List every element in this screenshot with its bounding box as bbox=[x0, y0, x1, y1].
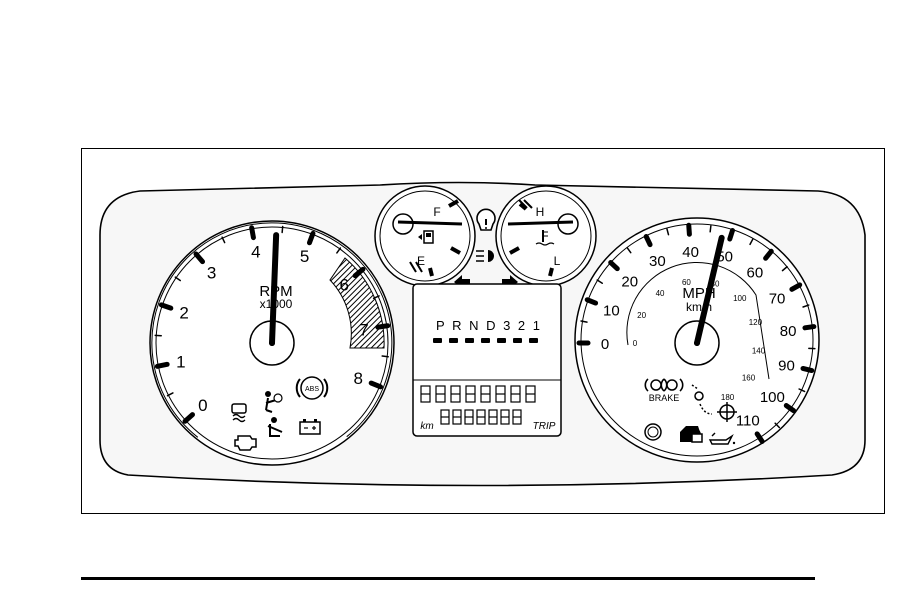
prndl-dash bbox=[481, 338, 490, 343]
tach-number: 6 bbox=[340, 275, 349, 294]
tach-number: 4 bbox=[251, 242, 260, 261]
fuel-gauge: F E bbox=[375, 186, 475, 286]
tach-tick bbox=[371, 383, 380, 387]
abs-label: ABS bbox=[305, 386, 319, 393]
page-bottom-rule bbox=[81, 577, 815, 580]
fuel-full-label: F bbox=[433, 205, 440, 219]
tach-tick bbox=[161, 305, 170, 308]
tire-pressure-icon bbox=[477, 209, 495, 230]
tach-number: 0 bbox=[198, 396, 207, 415]
trip-label: TRIP bbox=[533, 421, 556, 432]
mph-number: 90 bbox=[778, 357, 795, 374]
mph-number: 70 bbox=[769, 291, 786, 308]
prndl-dash bbox=[449, 338, 458, 343]
center-display: P R N D 3 2 1 km TRIP bbox=[413, 284, 561, 436]
mph-tick bbox=[803, 368, 812, 370]
security-light-icon bbox=[645, 424, 661, 440]
kmh-number: 140 bbox=[752, 347, 766, 356]
mph-tick bbox=[730, 230, 733, 239]
fuel-needle bbox=[398, 222, 462, 224]
mph-tick bbox=[587, 300, 595, 303]
kmh-number: 180 bbox=[721, 393, 735, 402]
tach-tick bbox=[282, 226, 283, 232]
kmh-number: 120 bbox=[749, 318, 763, 327]
kmh-number: 0 bbox=[633, 339, 638, 348]
prndl-dash bbox=[529, 338, 538, 343]
brake-label: BRAKE bbox=[649, 393, 680, 403]
tachometer-needle bbox=[272, 235, 276, 343]
kmh-number: 20 bbox=[637, 311, 646, 320]
tach-tick bbox=[382, 356, 388, 357]
tach-number: 1 bbox=[176, 353, 185, 372]
tach-tick bbox=[157, 364, 167, 366]
mph-tick bbox=[646, 236, 650, 244]
mph-tick bbox=[710, 226, 711, 232]
kmh-number: 160 bbox=[742, 373, 756, 382]
mph-number: 100 bbox=[760, 389, 785, 406]
temp-low-label: L bbox=[554, 254, 561, 268]
battery-icon bbox=[300, 419, 320, 434]
tach-tick bbox=[378, 326, 388, 327]
prndl-dash bbox=[497, 338, 506, 343]
mph-number: 60 bbox=[747, 265, 764, 282]
mph-number: 80 bbox=[780, 323, 797, 340]
tach-number: 5 bbox=[300, 247, 309, 266]
mph-tick bbox=[689, 225, 690, 234]
mph-tick bbox=[805, 327, 814, 328]
prndl-dash bbox=[513, 338, 522, 343]
temp-hot-label: H bbox=[536, 205, 545, 219]
mph-number: 10 bbox=[603, 302, 620, 319]
mph-number: 40 bbox=[682, 244, 699, 261]
mph-number: 30 bbox=[649, 253, 666, 270]
prndl-dash bbox=[433, 338, 442, 343]
kmh-number: 40 bbox=[656, 289, 665, 298]
tach-tick bbox=[309, 233, 313, 242]
mph-number: 0 bbox=[601, 336, 609, 353]
tach-number: 8 bbox=[353, 369, 362, 388]
kmh-number: 100 bbox=[733, 294, 747, 303]
tach-number: 3 bbox=[207, 263, 216, 282]
tach-number: 7 bbox=[359, 320, 368, 339]
temperature-gauge: H L bbox=[496, 186, 596, 286]
tach-number: 2 bbox=[179, 304, 188, 323]
tach-tick bbox=[252, 228, 254, 238]
prndl-label: P R N D 3 2 1 bbox=[436, 318, 542, 333]
odometer-units: km bbox=[420, 421, 433, 432]
prndl-dash bbox=[465, 338, 474, 343]
mph-number: 110 bbox=[736, 413, 760, 430]
temperature-needle bbox=[508, 222, 573, 224]
mph-number: 20 bbox=[621, 273, 638, 290]
